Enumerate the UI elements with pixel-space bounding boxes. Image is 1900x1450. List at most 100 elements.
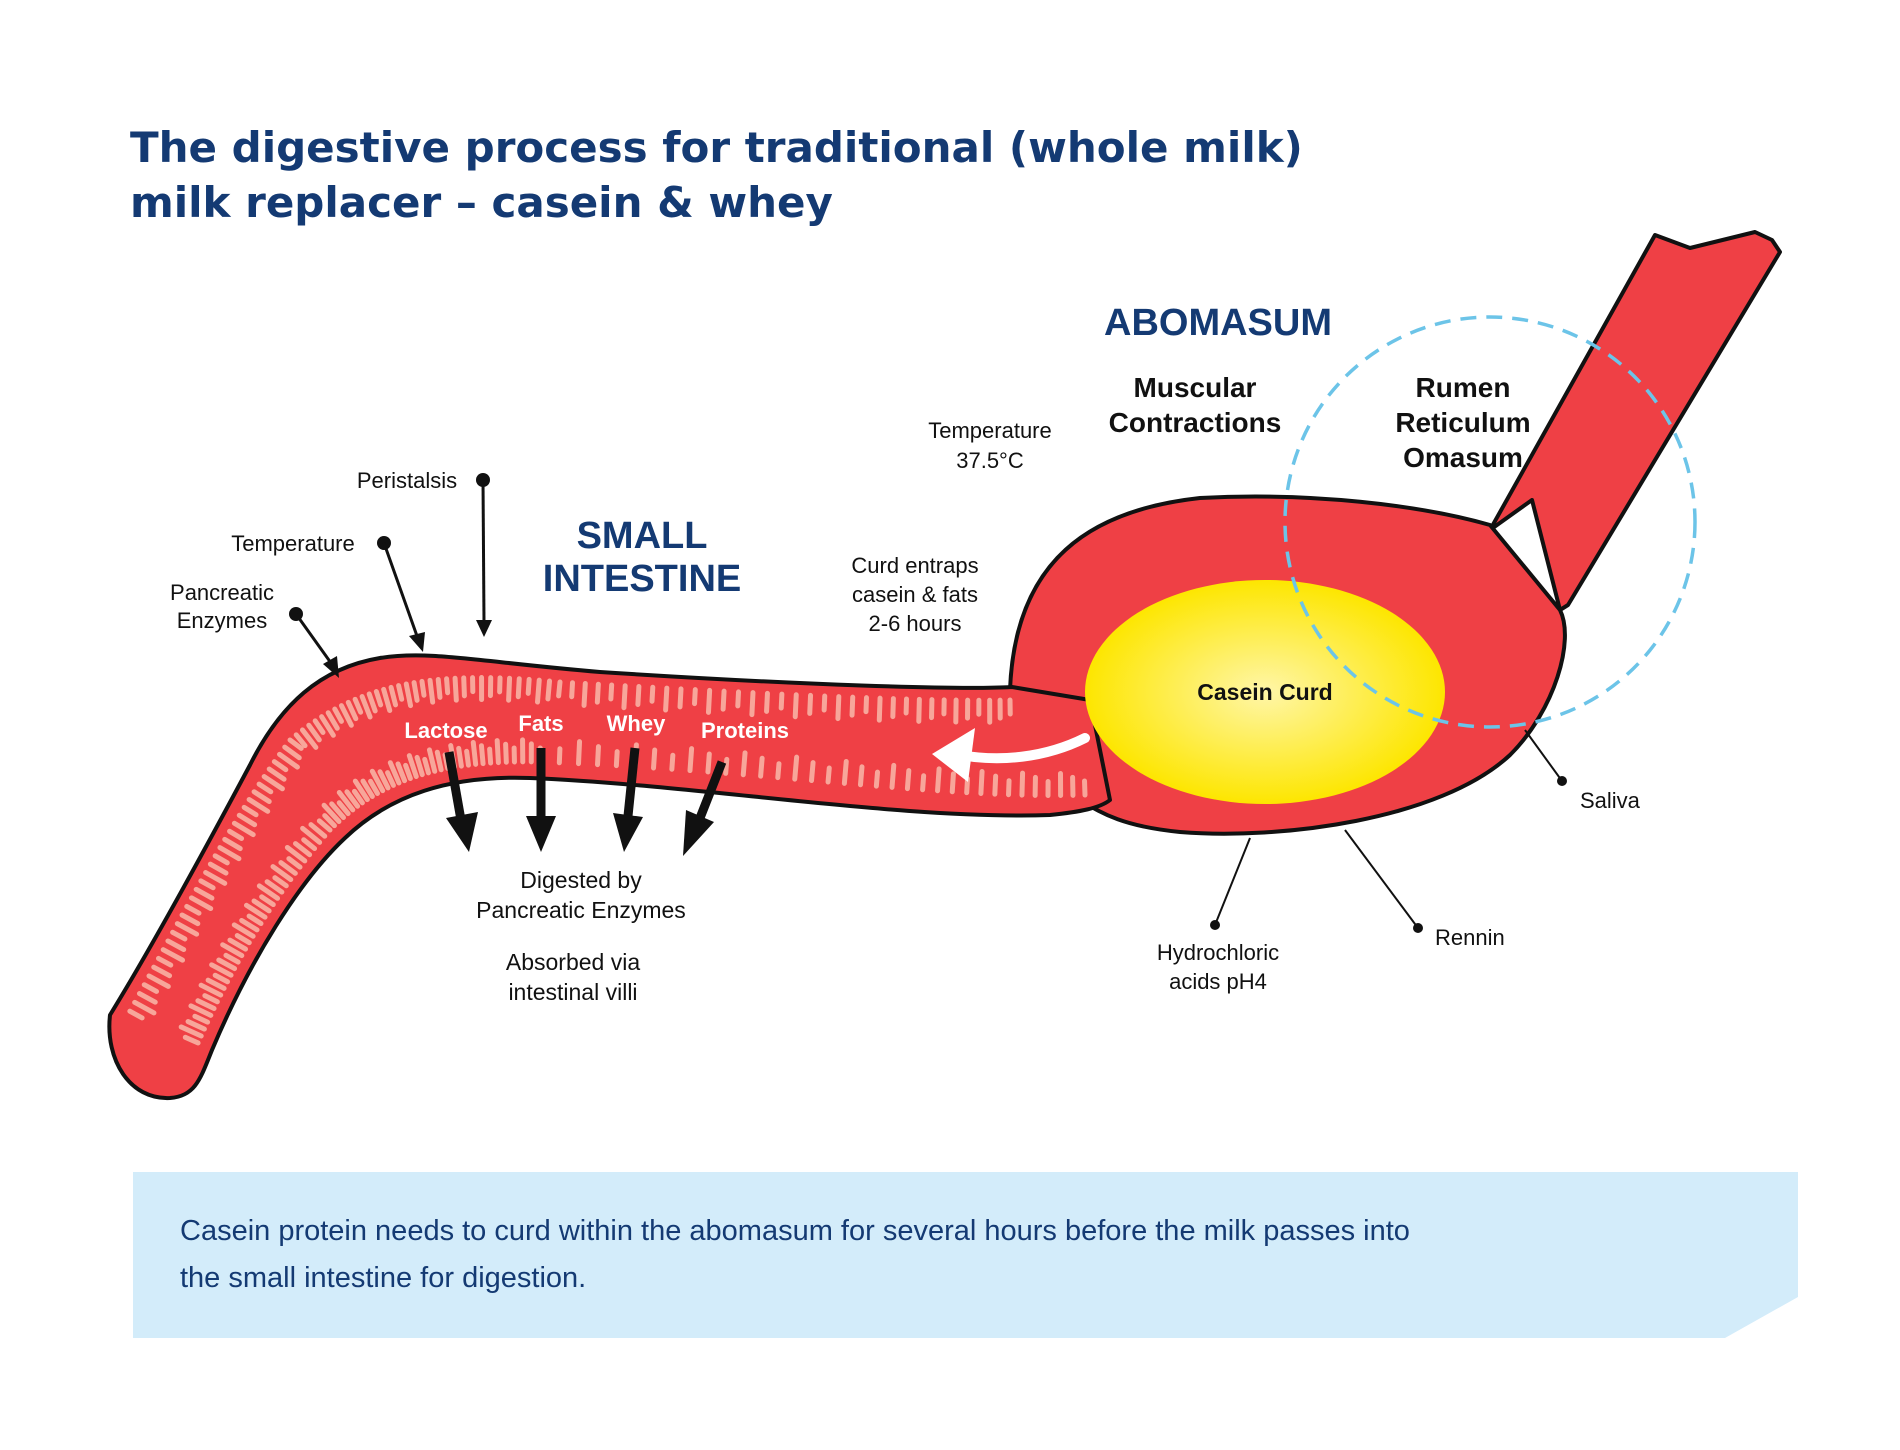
villus — [857, 764, 865, 788]
villus — [792, 754, 800, 782]
absorbed-label-2: intestinal villi — [508, 979, 637, 1005]
villus — [663, 685, 670, 713]
villus — [635, 684, 642, 707]
villus — [758, 755, 765, 779]
villus — [692, 687, 698, 707]
villus — [992, 773, 999, 797]
villus — [198, 982, 224, 998]
villus — [677, 686, 684, 710]
villus — [613, 749, 620, 769]
villus — [146, 973, 171, 989]
villus — [825, 765, 832, 785]
villus — [264, 879, 285, 895]
villus — [220, 942, 245, 959]
villus — [720, 688, 727, 712]
villus — [556, 746, 563, 766]
pancreatic-label-1: Pancreatic — [170, 580, 274, 605]
si-temperature-pointer — [377, 536, 425, 652]
villus — [222, 836, 243, 852]
villus — [174, 921, 200, 937]
villus — [569, 680, 576, 700]
villus — [192, 1013, 211, 1025]
villus — [368, 778, 380, 796]
villus — [545, 678, 553, 702]
rumen-label: Rumen — [1416, 372, 1511, 403]
villus — [576, 739, 583, 767]
villus — [209, 962, 234, 978]
villus — [381, 686, 393, 713]
villus — [821, 693, 828, 713]
villus — [132, 999, 157, 1016]
villus — [256, 781, 274, 795]
villus — [316, 818, 333, 833]
villus — [286, 856, 303, 870]
villus — [778, 691, 785, 711]
villus — [202, 993, 220, 1005]
villus — [256, 883, 281, 901]
villus — [246, 913, 264, 927]
villus — [876, 695, 883, 723]
villus — [184, 903, 202, 916]
villus — [266, 766, 287, 782]
villus — [246, 797, 271, 814]
villus — [649, 684, 656, 704]
flow-arrowhead — [932, 728, 975, 782]
villus — [188, 895, 214, 912]
absorption-arrow-proteins — [683, 760, 727, 856]
villus — [740, 750, 748, 778]
villus — [403, 681, 414, 709]
villus — [344, 789, 361, 809]
hydrochloric-label-2: acids pH4 — [1169, 969, 1267, 994]
rennin-label: Rennin — [1435, 925, 1505, 950]
villus — [403, 762, 413, 782]
villus — [312, 718, 326, 735]
villus — [904, 768, 912, 792]
villus — [1019, 770, 1026, 798]
villus — [594, 681, 601, 705]
villus — [251, 789, 272, 805]
villus — [978, 768, 985, 796]
villus — [319, 714, 336, 738]
villus — [705, 751, 712, 775]
villus — [325, 710, 340, 731]
villus — [165, 938, 187, 953]
villus — [205, 977, 227, 991]
villus — [809, 760, 816, 784]
villus — [203, 870, 228, 886]
villus — [1006, 778, 1012, 798]
villus — [231, 820, 256, 838]
villus — [385, 770, 396, 788]
villus — [271, 759, 289, 773]
villus — [179, 912, 201, 927]
villus — [494, 738, 501, 766]
pancreatic-label-2: Enzymes — [177, 608, 267, 633]
villus — [160, 947, 186, 963]
villus — [461, 675, 467, 699]
peristalsis-label: Peristalsis — [357, 468, 457, 493]
villus — [141, 982, 160, 994]
villus — [217, 845, 242, 862]
digested-label-2: Pancreatic Enzymes — [476, 897, 686, 923]
abomasum-heading: ABOMASUM — [1104, 302, 1332, 344]
villus — [873, 769, 881, 789]
villus — [470, 739, 479, 767]
villus — [207, 861, 229, 876]
villus — [920, 773, 927, 793]
villus — [212, 972, 231, 985]
villus — [749, 690, 756, 718]
villus — [277, 751, 300, 770]
villus — [464, 748, 471, 768]
villus — [251, 898, 272, 914]
villus — [270, 864, 294, 883]
curd-note-2: casein & fats — [852, 582, 978, 607]
villus — [155, 955, 174, 968]
villus — [621, 683, 628, 711]
villus — [369, 768, 386, 794]
villus — [352, 696, 364, 715]
villus — [373, 689, 384, 708]
villus — [427, 677, 436, 705]
villus — [687, 746, 695, 774]
villus — [556, 679, 563, 699]
muscular-label-1: Muscular — [1134, 372, 1257, 403]
villus — [321, 802, 342, 824]
